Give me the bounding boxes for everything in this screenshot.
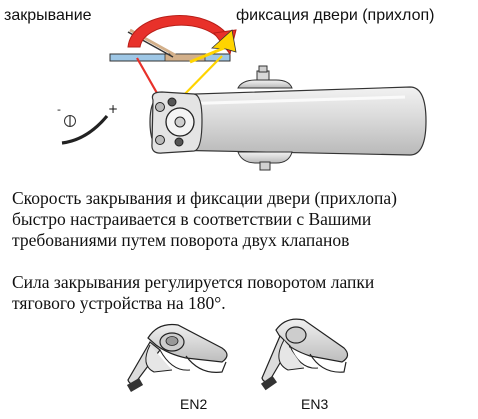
- minus-sign: -: [57, 103, 61, 116]
- plus-sign: +: [108, 102, 118, 116]
- door-closer-body: [149, 65, 427, 171]
- variant-en2-label: EN2: [180, 396, 208, 412]
- closing-label: закрывание: [4, 7, 92, 24]
- variant-en3-label: EN3: [301, 396, 329, 412]
- latching-pointer-line: [178, 55, 223, 101]
- speed-description-line: быстро настраивается в соответствии с Ва…: [12, 209, 372, 229]
- latching-arrow: [189, 29, 237, 64]
- latching-label: фиксация двери (прихлоп): [236, 7, 435, 24]
- arm-en3-illustration: [260, 318, 349, 391]
- force-description-line: Сила закрывания регулируется поворотом л…: [12, 272, 375, 292]
- force-description: Сила закрывания регулируется поворотом л…: [12, 272, 474, 314]
- force-description-line: тягового устройства на 180°.: [12, 293, 226, 313]
- speed-description: Скорость закрывания и фиксации двери (пр…: [12, 188, 474, 251]
- speed-description-line: требованиями путем поворота двух клапано…: [12, 230, 350, 250]
- speed-description-line: Скорость закрывания и фиксации двери (пр…: [12, 188, 397, 208]
- arm-en2-illustration: [126, 323, 228, 392]
- adjustment-screw-icon: [61, 114, 109, 145]
